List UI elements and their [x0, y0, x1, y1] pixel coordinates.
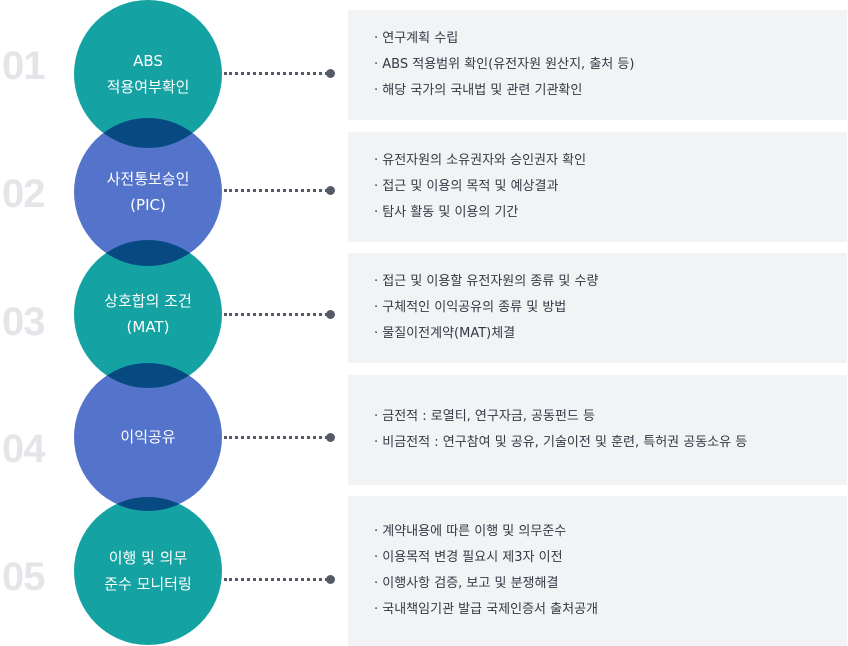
- connector-dot-03: [326, 310, 335, 319]
- connector-line-03: [224, 313, 328, 316]
- detail-item: 접근 및 이용할 유전자원의 종류 및 수량: [374, 269, 847, 295]
- detail-item: 이용목적 변경 필요시 제3자 이전: [374, 545, 847, 571]
- connector-line-01: [224, 72, 328, 75]
- step-title-line: 이익공유: [120, 428, 176, 446]
- step-number-03: 03: [2, 300, 46, 344]
- step-circle-04: 이익공유: [74, 363, 222, 511]
- detail-item: 국내책임기관 발급 국제인증서 출처공개: [374, 597, 847, 623]
- step-detail-box-05: 계약내용에 따른 이행 및 의무준수 이용목적 변경 필요시 제3자 이전 이행…: [348, 496, 847, 646]
- step-circle-02: 사전통보승인 (PIC): [74, 118, 222, 266]
- step-title-line: 준수 모니터링: [104, 575, 192, 593]
- detail-item: 물질이전계약(MAT)체결: [374, 321, 847, 347]
- detail-item: 구체적인 이익공유의 종류 및 방법: [374, 295, 847, 321]
- step-detail-box-04: 금전적 : 로열티, 연구자금, 공동펀드 등 비금전적 : 연구참여 및 공유…: [348, 375, 847, 485]
- connector-dot-05: [326, 575, 335, 584]
- detail-item: 이행사항 검증, 보고 및 분쟁해결: [374, 571, 847, 597]
- step-circle-05: 이행 및 의무 준수 모니터링: [74, 497, 222, 645]
- step-title-line: 적용여부확인: [106, 78, 190, 96]
- detail-item: 비금전적 : 연구참여 및 공유, 기술이전 및 훈련, 특허권 공동소유 등: [374, 430, 847, 456]
- connector-line-04: [224, 436, 328, 439]
- detail-item: 해당 국가의 국내법 및 관련 기관확인: [374, 78, 847, 104]
- step-title-line: (MAT): [126, 318, 170, 336]
- step-detail-box-01: 연구계획 수립 ABS 적용범위 확인(유전자원 원산지, 출처 등) 해당 국…: [348, 10, 847, 120]
- step-number-04: 04: [2, 427, 46, 471]
- detail-item: 유전자원의 소유권자와 승인권자 확인: [374, 148, 847, 174]
- connector-dot-04: [326, 433, 335, 442]
- detail-item: ABS 적용범위 확인(유전자원 원산지, 출처 등): [374, 52, 847, 78]
- detail-item: 계약내용에 따른 이행 및 의무준수: [374, 519, 847, 545]
- step-detail-box-02: 유전자원의 소유권자와 승인권자 확인 접근 및 이용의 목적 및 예상결과 탐…: [348, 132, 847, 242]
- step-detail-box-03: 접근 및 이용할 유전자원의 종류 및 수량 구체적인 이익공유의 종류 및 방…: [348, 253, 847, 363]
- detail-item: 금전적 : 로열티, 연구자금, 공동펀드 등: [374, 404, 847, 430]
- detail-item: 접근 및 이용의 목적 및 예상결과: [374, 174, 847, 200]
- step-number-02: 02: [2, 172, 46, 216]
- step-title-line: ABS: [133, 52, 163, 70]
- step-title-line: 상호합의 조건: [104, 292, 192, 310]
- connector-line-02: [224, 189, 328, 192]
- detail-item: 연구계획 수립: [374, 26, 847, 52]
- step-title-line: (PIC): [130, 196, 166, 214]
- connector-dot-01: [326, 69, 335, 78]
- detail-item: 탐사 활동 및 이용의 기간: [374, 200, 847, 226]
- connector-dot-02: [326, 186, 335, 195]
- step-number-05: 05: [2, 555, 46, 599]
- step-title-line: 사전통보승인: [106, 170, 190, 188]
- step-number-01: 01: [2, 44, 46, 88]
- step-title-line: 이행 및 의무: [108, 549, 188, 567]
- connector-line-05: [224, 578, 328, 581]
